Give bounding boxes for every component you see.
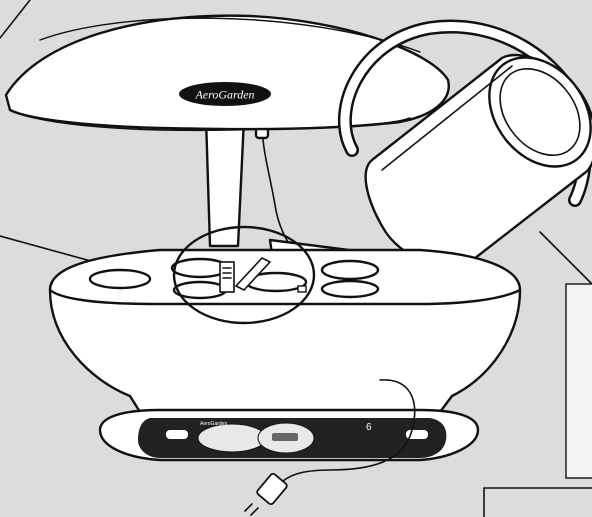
panel-dial-left[interactable] <box>198 424 266 452</box>
seed-pod-hole-6 <box>322 281 378 297</box>
callout-box <box>566 284 592 478</box>
lamp-hood <box>6 16 449 129</box>
panel-model-text: 6 <box>366 422 372 433</box>
corner-leader-line <box>0 0 30 38</box>
seed-pod-hole-1 <box>90 270 150 288</box>
hood-logo: AeroGarden <box>179 82 271 106</box>
bowl-body <box>50 290 520 412</box>
power-plug <box>245 473 288 515</box>
panel-button-left[interactable] <box>166 430 188 439</box>
pitcher-leader-line <box>540 232 592 284</box>
panel-brand-text: AeroGarden <box>200 421 227 427</box>
hood-logo-text: AeroGarden <box>194 88 254 102</box>
panel-display <box>272 433 298 441</box>
seed-pod-hole-4 <box>322 261 378 279</box>
callout-box-bottom <box>484 488 592 517</box>
